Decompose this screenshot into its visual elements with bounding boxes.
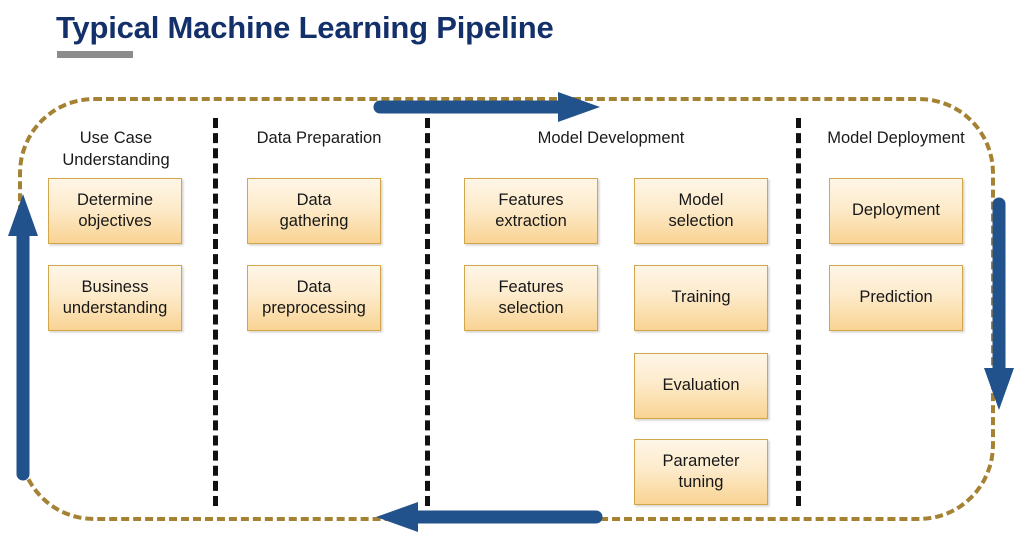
column-heading-line1: Model Deployment	[827, 129, 965, 147]
stage-box-training[interactable]: Training	[634, 265, 768, 331]
forward-flow-arrow-right-icon	[373, 92, 600, 122]
stage-label-line1: Training	[671, 288, 731, 307]
stage-box-features-extraction[interactable]: Features extraction	[464, 178, 598, 244]
stage-label-line2: gathering	[279, 212, 349, 230]
stage-box-data-gathering[interactable]: Data gathering	[247, 178, 381, 244]
stage-label-line2: tuning	[678, 473, 724, 491]
stage-box-parameter-tuning[interactable]: Parameter tuning	[634, 439, 768, 505]
column-separator-3	[796, 118, 801, 506]
column-heading-data-preparation: Data Preparation	[226, 128, 412, 150]
column-heading-line1: Data Preparation	[256, 129, 382, 147]
column-separator-1	[213, 118, 218, 506]
stage-label-line1: Prediction	[859, 288, 933, 307]
stage-label-line2: selection	[498, 299, 564, 317]
stage-label-line1: Business	[81, 277, 149, 296]
stage-box-determine-objectives[interactable]: Determine objectives	[48, 178, 182, 244]
column-heading-use-case-understanding: Use Case Understanding	[28, 128, 204, 172]
title-underline-rule	[57, 51, 133, 58]
stage-label-line1: Features	[498, 190, 564, 209]
stage-label-line1: Determine	[76, 190, 154, 209]
stage-label-line1: Data	[296, 190, 332, 209]
loop-arrow-up-icon	[8, 194, 38, 481]
column-separator-2	[425, 118, 430, 506]
stage-box-model-selection[interactable]: Model selection	[634, 178, 768, 244]
stage-label-line2: selection	[668, 212, 734, 230]
column-heading-line1: Model Development	[537, 129, 685, 147]
feedback-loop-arrow-left-icon	[376, 502, 603, 532]
stage-label-line1: Deployment	[851, 201, 941, 220]
stage-box-data-preprocessing[interactable]: Data preprocessing	[247, 265, 381, 331]
stage-label-line1: Data	[296, 277, 332, 296]
loop-arrow-down-icon	[984, 197, 1014, 410]
column-heading-model-deployment: Model Deployment	[806, 128, 986, 150]
stage-label-line2: preprocessing	[262, 299, 366, 317]
stage-label-line1: Features	[498, 277, 564, 296]
stage-label-line2: understanding	[62, 299, 168, 317]
stage-box-features-selection[interactable]: Features selection	[464, 265, 598, 331]
column-heading-line2: Understanding	[62, 150, 170, 169]
stage-box-evaluation[interactable]: Evaluation	[634, 353, 768, 419]
stage-box-deployment[interactable]: Deployment	[829, 178, 963, 244]
stage-label-line2: objectives	[78, 212, 152, 230]
column-heading-model-development: Model Development	[436, 128, 786, 150]
stage-label-line2: extraction	[495, 212, 567, 230]
stage-label-line1: Model	[678, 190, 724, 209]
stage-box-prediction[interactable]: Prediction	[829, 265, 963, 331]
column-heading-line1: Use Case	[79, 129, 153, 147]
stage-label-line1: Parameter	[662, 451, 740, 470]
stage-box-business-understanding[interactable]: Business understanding	[48, 265, 182, 331]
stage-label-line1: Evaluation	[662, 376, 740, 395]
page-title: Typical Machine Learning Pipeline	[56, 10, 554, 45]
